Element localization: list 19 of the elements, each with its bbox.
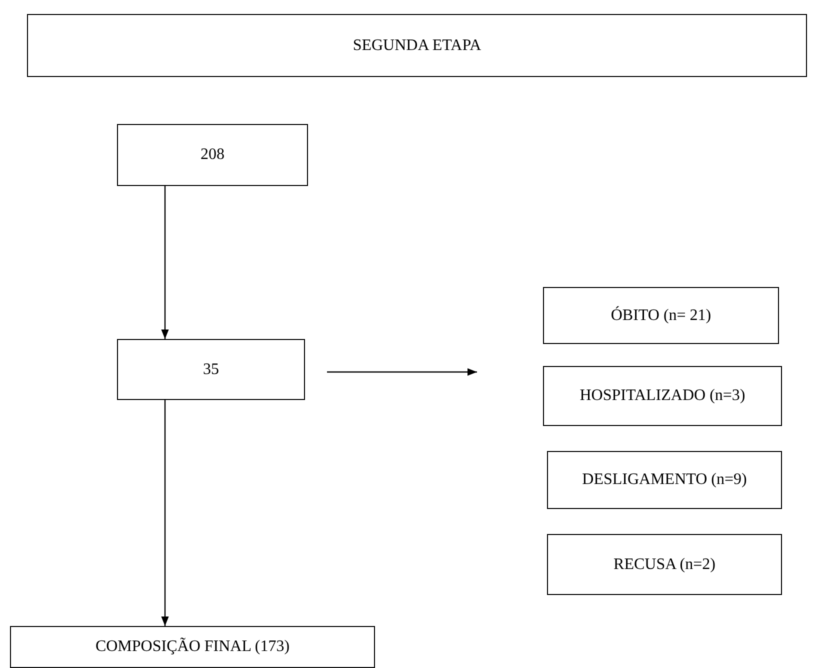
process-box [543, 366, 782, 426]
box-label: ÓBITO (n= 21) [610, 306, 712, 324]
arrow [161, 400, 169, 626]
box-label: RECUSA (n=2) [614, 556, 716, 574]
box-label: HOSPITALIZADO (n=3) [580, 387, 746, 405]
box-label: DESLIGAMENTO (n=9) [582, 471, 747, 489]
box-label: 208 [200, 146, 224, 164]
arrow [161, 186, 169, 339]
process-box [27, 14, 807, 77]
process-box [547, 534, 782, 595]
box-label: SEGUNDA ETAPA [352, 36, 482, 54]
process-box [543, 287, 779, 344]
process-box [117, 124, 308, 186]
box-label: COMPOSIÇÃO FINAL (173) [95, 638, 290, 656]
process-box [117, 339, 305, 400]
box-label: 35 [203, 360, 219, 378]
process-box [10, 626, 375, 668]
process-box [547, 451, 782, 509]
arrow [327, 368, 477, 376]
